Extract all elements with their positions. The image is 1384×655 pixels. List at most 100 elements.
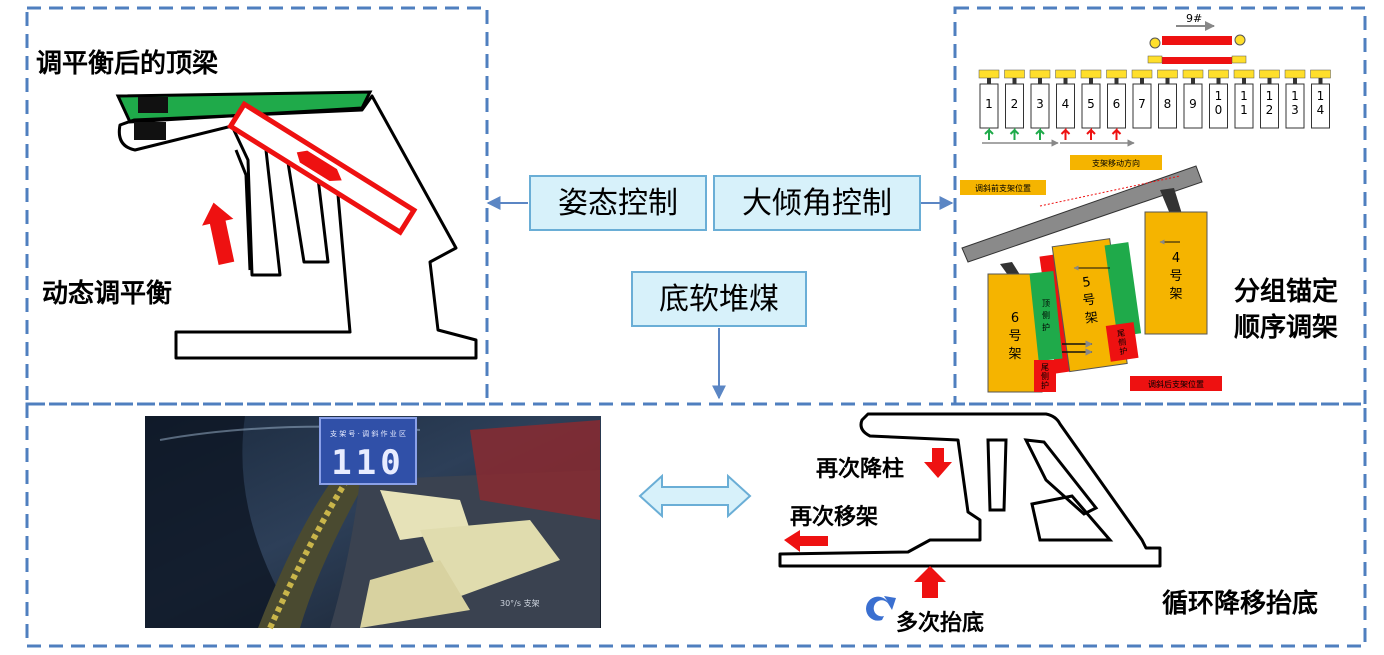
photo-conveyor-chain	[267, 476, 351, 630]
box-posture-label: 姿态控制	[558, 186, 678, 221]
column-body	[1030, 83, 1050, 129]
bottom-support-outline	[778, 412, 1162, 568]
column-stem	[1140, 78, 1144, 84]
column-push-arrow	[1111, 127, 1122, 140]
column-body	[1081, 83, 1101, 129]
panel-top-right-border	[953, 6, 1367, 406]
column-body	[1285, 83, 1305, 129]
column-body	[1260, 83, 1279, 129]
column-push-arrow	[1086, 127, 1096, 140]
canopy-block-upper	[138, 97, 168, 113]
top-left-panel: 调平衡后的顶梁 动态调平衡	[36, 48, 478, 360]
column-number: 4	[1062, 97, 1070, 111]
column-cap	[1055, 69, 1076, 79]
move-direction-tag	[1070, 155, 1162, 170]
column-body	[1056, 83, 1075, 129]
column-stem	[1191, 78, 1195, 84]
jack-cap-right	[1231, 55, 1247, 64]
bottom-panel: 支 架 号 · 调 斜 作 业 区 110 30°/s 支架 再次降柱 再次移架…	[145, 412, 1318, 636]
column-stem	[1216, 78, 1221, 84]
column-cap	[1182, 69, 1204, 79]
column-body	[979, 83, 999, 129]
photo-coal-wall	[145, 416, 300, 628]
tail-guard-6	[1034, 360, 1056, 392]
jack-cap-left	[1147, 55, 1163, 64]
column-push-arrow	[1035, 127, 1045, 140]
column-number: 5	[1087, 97, 1095, 111]
column-stem	[1293, 78, 1297, 84]
column-push-arrow	[984, 127, 994, 140]
column-body	[1183, 83, 1203, 129]
column-body	[1158, 83, 1177, 129]
column-push-arrow	[1060, 127, 1071, 140]
column-stem	[1267, 78, 1272, 84]
site-photo: 支 架 号 · 调 斜 作 业 区 110 30°/s 支架	[145, 416, 601, 630]
jack-end-left	[1149, 37, 1161, 49]
photo-support-2	[420, 520, 560, 600]
down-arrow-icon	[924, 448, 952, 478]
column-body	[1234, 83, 1254, 129]
cycle-icon	[866, 596, 896, 621]
balance-jack	[227, 100, 418, 236]
after-position-tag	[1130, 376, 1222, 391]
bottom-support-leg-2	[1023, 438, 1099, 516]
jack-bar-lower	[1162, 57, 1232, 64]
column-cap	[1310, 69, 1331, 79]
bottom-support-leg-1	[986, 438, 1008, 512]
column-number: 7	[1138, 97, 1146, 111]
before-position-label: 调斜前支架位置	[975, 183, 1031, 193]
lower-column-label: 再次降柱	[816, 456, 904, 482]
column-number: 2	[1011, 97, 1019, 111]
column-cap	[1284, 69, 1306, 79]
support-5-green	[1104, 242, 1142, 337]
column-body	[1107, 83, 1126, 129]
after-position-label: 调斜后支架位置	[1148, 379, 1204, 389]
box-soft-floor-label: 底软堆煤	[659, 282, 779, 317]
left-arrow-icon	[784, 530, 828, 552]
move-support-label: 再次移架	[790, 504, 878, 530]
photo-bottom-text: 30°/s 支架	[500, 598, 540, 608]
before-position-tag	[960, 180, 1046, 195]
balance-jack-arrow	[296, 150, 342, 182]
photo-sign	[319, 417, 417, 485]
box-posture-control	[529, 175, 707, 231]
column-cap	[978, 69, 1000, 79]
jack-bar-upper	[1162, 36, 1232, 45]
column-cap	[1208, 69, 1229, 79]
column-cap	[1004, 69, 1025, 79]
support-leg-line	[234, 149, 252, 271]
panel-bottom-border	[25, 402, 1367, 648]
column-stem	[1089, 78, 1093, 84]
column-body	[1005, 83, 1024, 129]
photo-conveyor	[258, 470, 372, 628]
photo-sign-number: 110	[331, 443, 404, 483]
column-body	[1209, 83, 1228, 129]
column-number: 8	[1164, 97, 1172, 111]
bottom-caption: 循环降移抬底	[1162, 588, 1318, 619]
column-stem	[1114, 78, 1119, 84]
inclined-roof-beam	[961, 165, 1203, 263]
column-stem	[1318, 78, 1323, 84]
box-angle-label: 大倾角控制	[742, 186, 892, 221]
column-number: 9	[1189, 97, 1197, 111]
bottom-support-leg-3	[1030, 494, 1114, 542]
column-stem	[1012, 78, 1017, 84]
column-stem	[987, 78, 991, 84]
column-number: 6	[1113, 97, 1121, 111]
column-stem	[1165, 78, 1170, 84]
column-cap	[1259, 69, 1280, 79]
top-guard	[1029, 270, 1063, 362]
column-cap	[1157, 69, 1178, 79]
jack-end-right	[1234, 34, 1246, 46]
column-cap	[1233, 69, 1255, 79]
column-stem	[1038, 78, 1042, 84]
